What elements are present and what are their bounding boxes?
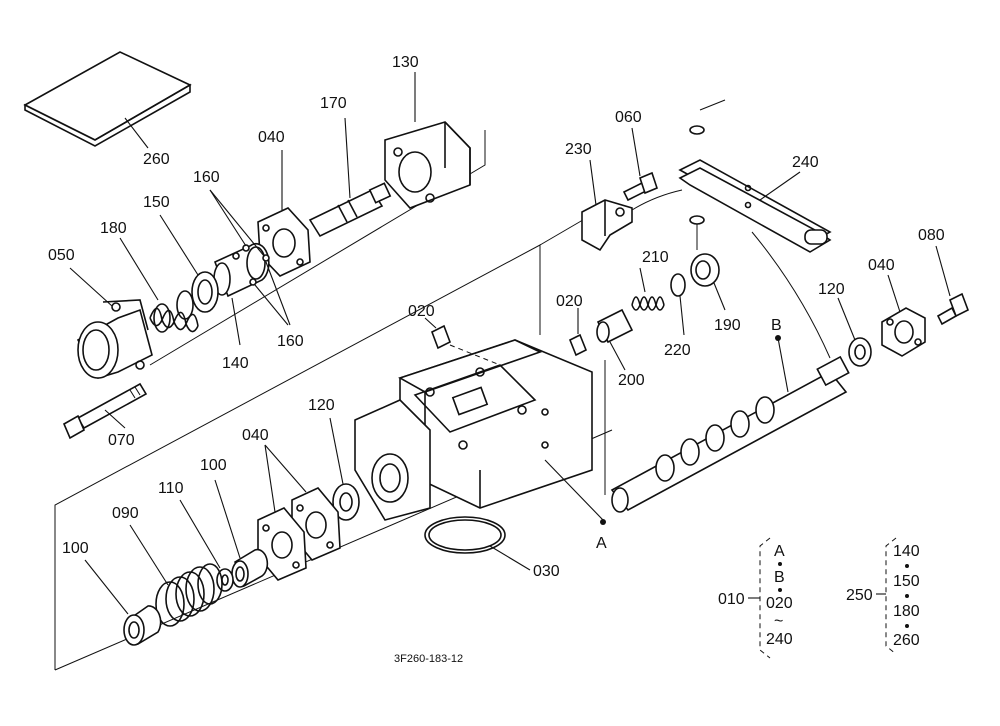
part-140-sleeve: 140 160 160 — [193, 169, 304, 372]
legend-250-item-3: 260 — [893, 632, 920, 649]
part-260-gasket-sheet: 260 — [23, 51, 192, 168]
label-100-upper: 100 — [200, 457, 227, 474]
part-080-bolt: 080 — [918, 227, 970, 326]
label-130: 130 — [392, 54, 419, 71]
label-220: 220 — [664, 342, 691, 359]
label-190: 190 — [714, 317, 741, 334]
part-070-long-bolt: 070 — [62, 382, 148, 449]
legend-250-item-2: 180 — [893, 603, 920, 620]
label-060: 060 — [615, 109, 642, 126]
label-100-lower: 100 — [62, 540, 89, 557]
label-180: 180 — [100, 220, 127, 237]
valve-body — [354, 339, 593, 521]
label-B: B — [771, 317, 782, 334]
legend-010-item-3: ~ — [774, 613, 783, 630]
part-030-o-ring: 030 — [424, 516, 560, 580]
legend-010-item-4: 240 — [766, 631, 793, 648]
label-090: 090 — [112, 505, 139, 522]
label-210: 210 — [642, 249, 669, 266]
part-190-seat: 190 — [690, 253, 741, 334]
legend-250-id: 250 — [846, 587, 873, 604]
part-220-o-ring: 220 — [664, 273, 691, 359]
part-180-spring: 180 — [100, 220, 199, 333]
label-120-right: 120 — [818, 281, 845, 298]
label-080: 080 — [918, 227, 945, 244]
part-060-bolt: 060 — [615, 109, 658, 202]
part-090-spring: 090 — [112, 505, 223, 627]
label-260: 260 — [143, 151, 170, 168]
label-150: 150 — [143, 194, 170, 211]
label-240: 240 — [792, 154, 819, 171]
legend-250-item-0: 140 — [893, 543, 920, 560]
legend-010-item-1: B — [774, 569, 785, 586]
label-A: A — [596, 535, 607, 552]
part-170-shaft: 170 — [308, 95, 392, 238]
label-040-right: 040 — [868, 257, 895, 274]
marker-A: A — [544, 459, 607, 552]
drawing-code: 3F260-183-12 — [394, 653, 463, 665]
part-120-left-seal: 120 — [308, 397, 360, 521]
part-150-ring: 150 — [143, 194, 219, 313]
part-020-right-plug: 020 — [556, 293, 588, 357]
label-020-left: 020 — [408, 303, 435, 320]
label-170: 170 — [320, 95, 347, 112]
legend-250: 250 140 150 180 260 — [846, 537, 920, 655]
label-030: 030 — [533, 563, 560, 580]
part-040-right-flange: 040 — [868, 257, 926, 357]
part-100-lower-cup: 100 — [62, 540, 162, 646]
part-200-piston: 200 — [596, 308, 645, 389]
label-160-lower: 160 — [277, 333, 304, 350]
label-230: 230 — [565, 141, 592, 158]
legend-250-item-1: 150 — [893, 573, 920, 590]
label-050: 050 — [48, 247, 75, 264]
label-200: 200 — [618, 372, 645, 389]
legend-010-id: 010 — [718, 591, 745, 608]
label-140: 140 — [222, 355, 249, 372]
label-120-left: 120 — [308, 397, 335, 414]
part-240-lever-link: 240 — [678, 99, 832, 359]
label-040-upper: 040 — [258, 129, 285, 146]
part-230-bracket: 230 — [565, 141, 683, 252]
spool: B — [610, 317, 850, 513]
label-070: 070 — [108, 432, 135, 449]
label-040-lower: 040 — [242, 427, 269, 444]
label-020-right: 020 — [556, 293, 583, 310]
part-210-spring: 210 — [631, 249, 669, 311]
legend-010: 010 A B 020 ~ 240 — [718, 537, 793, 659]
part-110-small-ring: 110 — [158, 480, 234, 592]
legend-010-item-0: A — [774, 543, 785, 560]
label-160-upper: 160 — [193, 169, 220, 186]
part-120-right-seal: 120 — [818, 281, 872, 367]
legend-010-item-2: 020 — [766, 595, 793, 612]
part-050-cylinder-cap: 050 — [48, 247, 153, 379]
part-130-cover-block: 130 — [384, 54, 471, 209]
label-110: 110 — [158, 480, 184, 497]
part-020-left-plug: 020 — [408, 303, 452, 350]
